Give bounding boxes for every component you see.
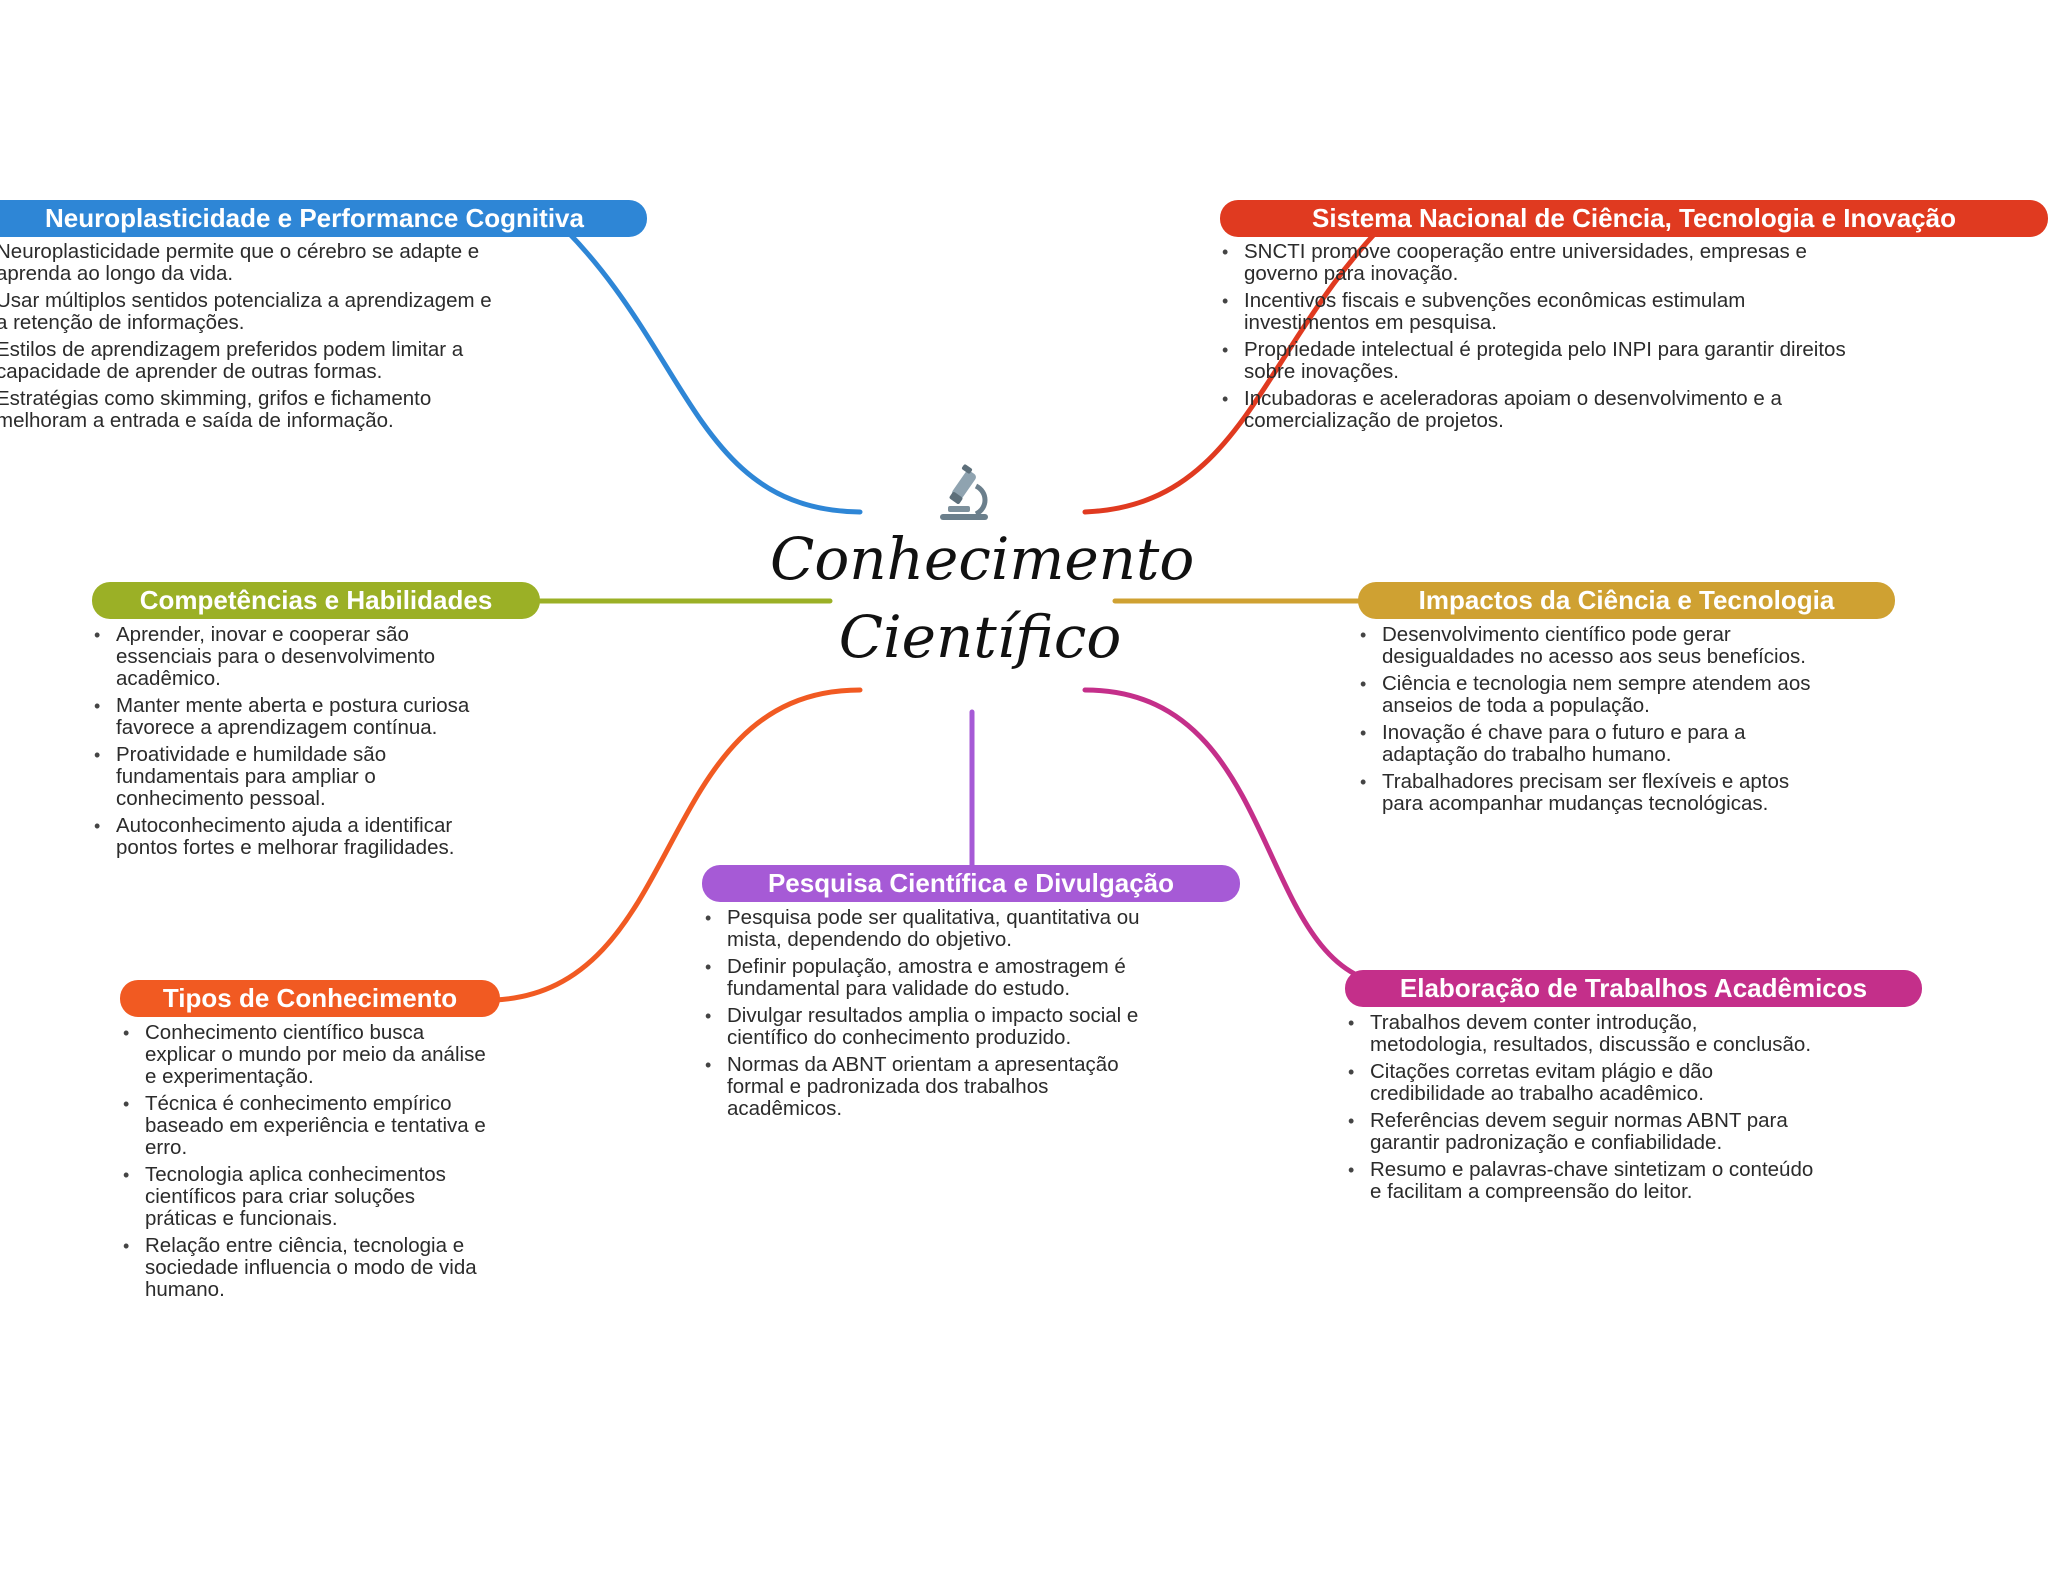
branch-list-impactos: Desenvolvimento científico pode gerar de…	[1358, 624, 1818, 820]
branch-title-pesquisa-text: Pesquisa Científica e Divulgação	[767, 868, 1175, 898]
list-item: Autoconhecimento ajuda a identificar pon…	[92, 815, 492, 859]
connector-tipos	[492, 687, 863, 1003]
list-item: Incentivos fiscais e subvenções econômic…	[1220, 290, 1870, 334]
list-item: Pesquisa pode ser qualitativa, quantitat…	[703, 907, 1168, 951]
list-item: Conhecimento científico busca explicar o…	[121, 1022, 486, 1088]
central-topic-line1: Conhecimento	[770, 525, 1195, 593]
branch-title-impactos-text: Impactos da Ciência e Tecnologia	[1418, 585, 1835, 615]
list-item: Ciência e tecnologia nem sempre atendem …	[1358, 673, 1818, 717]
branch-list-tipos: Conhecimento científico busca explicar o…	[121, 1022, 486, 1306]
branch-title-neuro-text: Neuroplasticidade e Performance Cognitiv…	[45, 203, 584, 233]
branch-title-pesquisa: Pesquisa Científica e Divulgação	[702, 865, 1240, 902]
list-item: Propriedade intelectual é protegida pelo…	[1220, 339, 1870, 383]
branch-title-tipos-text: Tipos de Conhecimento	[162, 983, 458, 1013]
list-item: Estratégias como skimming, grifos e fich…	[0, 387, 432, 432]
branch-list-sistema: SNCTI promove cooperação entre universid…	[1220, 241, 1870, 437]
list-item: Inovação é chave para o futuro e para a …	[1358, 722, 1818, 766]
microscope-icon	[940, 464, 988, 520]
list-item: Desenvolvimento científico pode gerar de…	[1358, 624, 1818, 668]
branch-list-competencias: Aprender, inovar e cooperar são essencia…	[92, 624, 492, 864]
branch-title-elaboracao-text: Elaboração de Trabalhos Acadêmicos	[1399, 973, 1868, 1003]
list-item: Divulgar resultados amplia o impacto soc…	[703, 1005, 1168, 1049]
list-item: Neuroplasticidade permite que o cérebro …	[0, 240, 480, 285]
central-topic: Conhecimento Científico	[770, 520, 1195, 676]
list-item: Resumo e palavras-chave sintetizam o con…	[1346, 1159, 1816, 1203]
list-item: Estilos de aprendizagem preferidos podem…	[0, 338, 464, 383]
branch-title-neuro: Neuroplasticidade e Performance Cognitiv…	[0, 200, 647, 237]
list-item: Incubadoras e aceleradoras apoiam o dese…	[1220, 388, 1870, 432]
list-item: Citações corretas evitam plágio e dão cr…	[1346, 1061, 1816, 1105]
list-item: Manter mente aberta e postura curiosa fa…	[92, 695, 492, 739]
list-item: Técnica é conhecimento empírico baseado …	[121, 1093, 486, 1159]
list-item: Referências devem seguir normas ABNT par…	[1346, 1110, 1816, 1154]
list-item: Normas da ABNT orientam a apresentação f…	[703, 1054, 1168, 1120]
branch-list-neuro: Neuroplasticidade permite que o cérebro …	[0, 241, 496, 437]
list-item: SNCTI promove cooperação entre universid…	[1220, 241, 1870, 285]
list-item: Aprender, inovar e cooperar são essencia…	[92, 624, 492, 690]
connector-elaboracao	[1082, 687, 1403, 988]
branch-list-pesquisa: Pesquisa pode ser qualitativa, quantitat…	[703, 907, 1168, 1125]
connector-neuro	[542, 207, 863, 515]
branch-list-elaboracao: Trabalhos devem conter introdução, metod…	[1346, 1012, 1816, 1208]
list-item: Proatividade e humildade são fundamentai…	[92, 744, 492, 810]
list-item: Definir população, amostra e amostragem …	[703, 956, 1168, 1000]
list-item: Relação entre ciência, tecnologia e soci…	[121, 1235, 486, 1301]
branch-title-competencias: Competências e Habilidades	[92, 582, 540, 619]
branch-title-sistema: Sistema Nacional de Ciência, Tecnologia …	[1220, 200, 2048, 237]
list-item: Trabalhos devem conter introdução, metod…	[1346, 1012, 1816, 1056]
branch-title-elaboracao: Elaboração de Trabalhos Acadêmicos	[1345, 970, 1922, 1007]
central-topic-line2: Científico	[838, 603, 1122, 671]
list-item: Trabalhadores precisam ser flexíveis e a…	[1358, 771, 1818, 815]
branch-title-sistema-text: Sistema Nacional de Ciência, Tecnologia …	[1312, 203, 1956, 233]
branch-title-impactos: Impactos da Ciência e Tecnologia	[1358, 582, 1895, 619]
branch-title-competencias-text: Competências e Habilidades	[139, 585, 493, 615]
list-item: Usar múltiplos sentidos potencializa a a…	[0, 289, 492, 334]
branch-title-tipos: Tipos de Conhecimento	[120, 980, 500, 1017]
list-item: Tecnologia aplica conhecimentos científi…	[121, 1164, 486, 1230]
